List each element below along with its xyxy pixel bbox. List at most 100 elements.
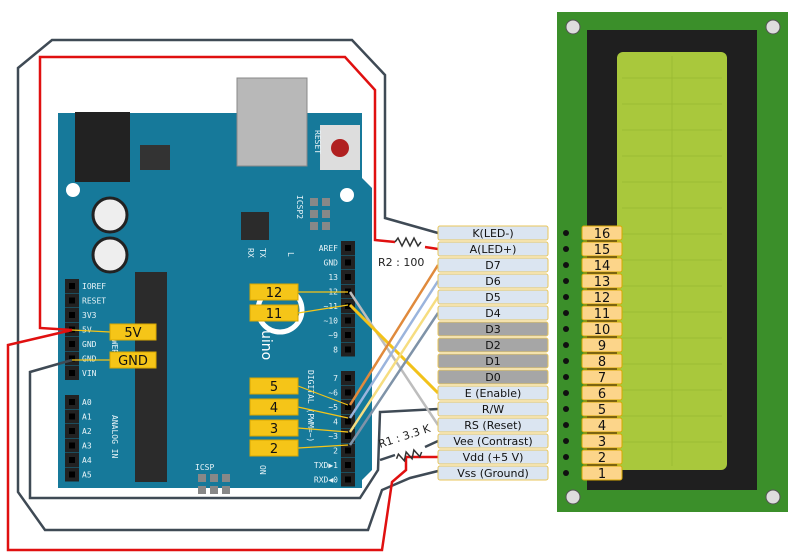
- pin-socket: [69, 312, 75, 318]
- lcd-pin-name: D2: [485, 339, 500, 352]
- pin-socket: [345, 317, 351, 324]
- lcd-pin-name: R/W: [482, 403, 504, 416]
- icsp2-pin: [322, 210, 330, 218]
- capacitor: [91, 196, 129, 234]
- lcd-pin-number: 14: [594, 259, 611, 274]
- lcd-pin-label: [437, 449, 549, 465]
- wire-k-gnd: [16, 38, 439, 532]
- callout-p3: [249, 419, 299, 437]
- lcd-pin-number: 16: [594, 227, 611, 242]
- lcd-pin-name: Vdd (+5 V): [463, 451, 524, 464]
- pin-socket: [345, 259, 351, 266]
- lcd-pin-hole: [563, 438, 569, 444]
- icsp2-pin: [310, 198, 318, 206]
- pin-socket: [69, 370, 75, 376]
- pin-label: 2: [333, 447, 338, 456]
- lcd-pin-name: E (Enable): [465, 387, 522, 400]
- mount-hole: [565, 489, 581, 505]
- pin-label: GND: [82, 355, 97, 364]
- lcd-pin-name: D5: [485, 291, 500, 304]
- icsp2-pin: [310, 222, 318, 230]
- icsp-pin: [210, 474, 218, 482]
- pin-label: A0: [82, 398, 92, 407]
- lcd-pin-number-box: [581, 241, 623, 257]
- lcd-pin-number: 8: [598, 355, 606, 370]
- lcd-pin-number-box: [581, 337, 623, 353]
- logo-text: uino: [258, 330, 274, 360]
- pin-socket: [69, 341, 75, 347]
- r2-label: R2 : 100: [378, 256, 424, 269]
- pin-label: TXD▶1: [314, 461, 338, 470]
- power-label: POWER: [110, 330, 119, 354]
- pin-label: GND: [82, 340, 97, 349]
- lcd-pin-name: D3: [485, 323, 500, 336]
- callout-p2: [249, 439, 299, 457]
- lcd-pin-hole: [563, 374, 569, 380]
- pin-socket: [69, 471, 75, 478]
- lcd-pin-label: [437, 353, 549, 369]
- pin-socket: [345, 346, 351, 353]
- wire-4-d5: [348, 296, 440, 433]
- pin-socket: [345, 303, 351, 309]
- wire-2-d7: [348, 264, 440, 406]
- lcd-pin-number: 9: [598, 339, 606, 354]
- lcd-pin-number-box: [581, 385, 623, 401]
- lcd-pin-hole: [563, 262, 569, 268]
- callout-text: 12: [266, 286, 283, 301]
- lcd-pin-hole: [563, 230, 569, 236]
- lcd-pin-number: 3: [598, 435, 606, 450]
- pin-socket: [345, 433, 351, 439]
- callout-text: 2: [270, 442, 278, 457]
- pin-socket: [69, 283, 75, 289]
- pin-socket: [69, 457, 75, 463]
- mount-hole: [765, 489, 781, 505]
- lcd-pin-number-box: [581, 257, 623, 273]
- pin-label: A4: [82, 456, 92, 465]
- resistor-r2: [394, 236, 422, 248]
- pin-label: RESET: [82, 297, 106, 306]
- on-label: ON: [258, 465, 267, 475]
- pin-socket: [69, 413, 75, 420]
- mount-hole: [765, 19, 781, 35]
- callout-text: 3: [270, 422, 278, 437]
- icsp-pin: [198, 486, 206, 494]
- callout-text: 4: [270, 401, 278, 416]
- icsp-pin: [222, 474, 230, 482]
- lcd-pin-number: 6: [598, 387, 606, 402]
- lcd-pin-hole: [563, 326, 569, 332]
- pin-label: A5: [82, 471, 92, 480]
- tx-label: TX: [258, 248, 267, 258]
- pin-label: ~9: [328, 331, 338, 340]
- pin-label: 5V: [82, 326, 92, 335]
- pin-label: A3: [82, 442, 92, 451]
- lcd-pin-label: [437, 225, 549, 241]
- lcd-pin-number-box: [581, 449, 623, 465]
- lcd-pin-name: RS (Reset): [464, 419, 521, 432]
- pin-label: ~5: [328, 403, 338, 412]
- lcd-pin-label: [437, 337, 549, 353]
- lcd-pin-label: [437, 465, 549, 481]
- pin-label: 4: [333, 418, 338, 427]
- reset-button[interactable]: [331, 139, 349, 157]
- pin-label: ~11: [324, 302, 339, 311]
- lcd-pin-name: Vee (Contrast): [453, 435, 532, 448]
- pin-socket: [345, 375, 351, 381]
- pin-label: 13: [328, 273, 338, 282]
- lcd-pin-hole: [563, 294, 569, 300]
- lcd-pin-hole: [563, 342, 569, 348]
- lcd-pin-name: D1: [485, 355, 500, 368]
- icsp2-pin: [322, 222, 330, 230]
- lcd-pin-name: D4: [485, 307, 500, 320]
- regulator: [140, 145, 170, 170]
- r1-label: R1 : 3.3 K: [377, 422, 433, 451]
- lcd-pin-number-box: [581, 417, 623, 433]
- pin-socket: [345, 332, 351, 338]
- pin-socket: [69, 442, 75, 449]
- callout-leader: [71, 329, 111, 333]
- callout-text: 5: [270, 380, 278, 395]
- pin-socket: [345, 447, 351, 454]
- lcd-pin-label: [437, 433, 549, 449]
- pin-label: A2: [82, 427, 92, 436]
